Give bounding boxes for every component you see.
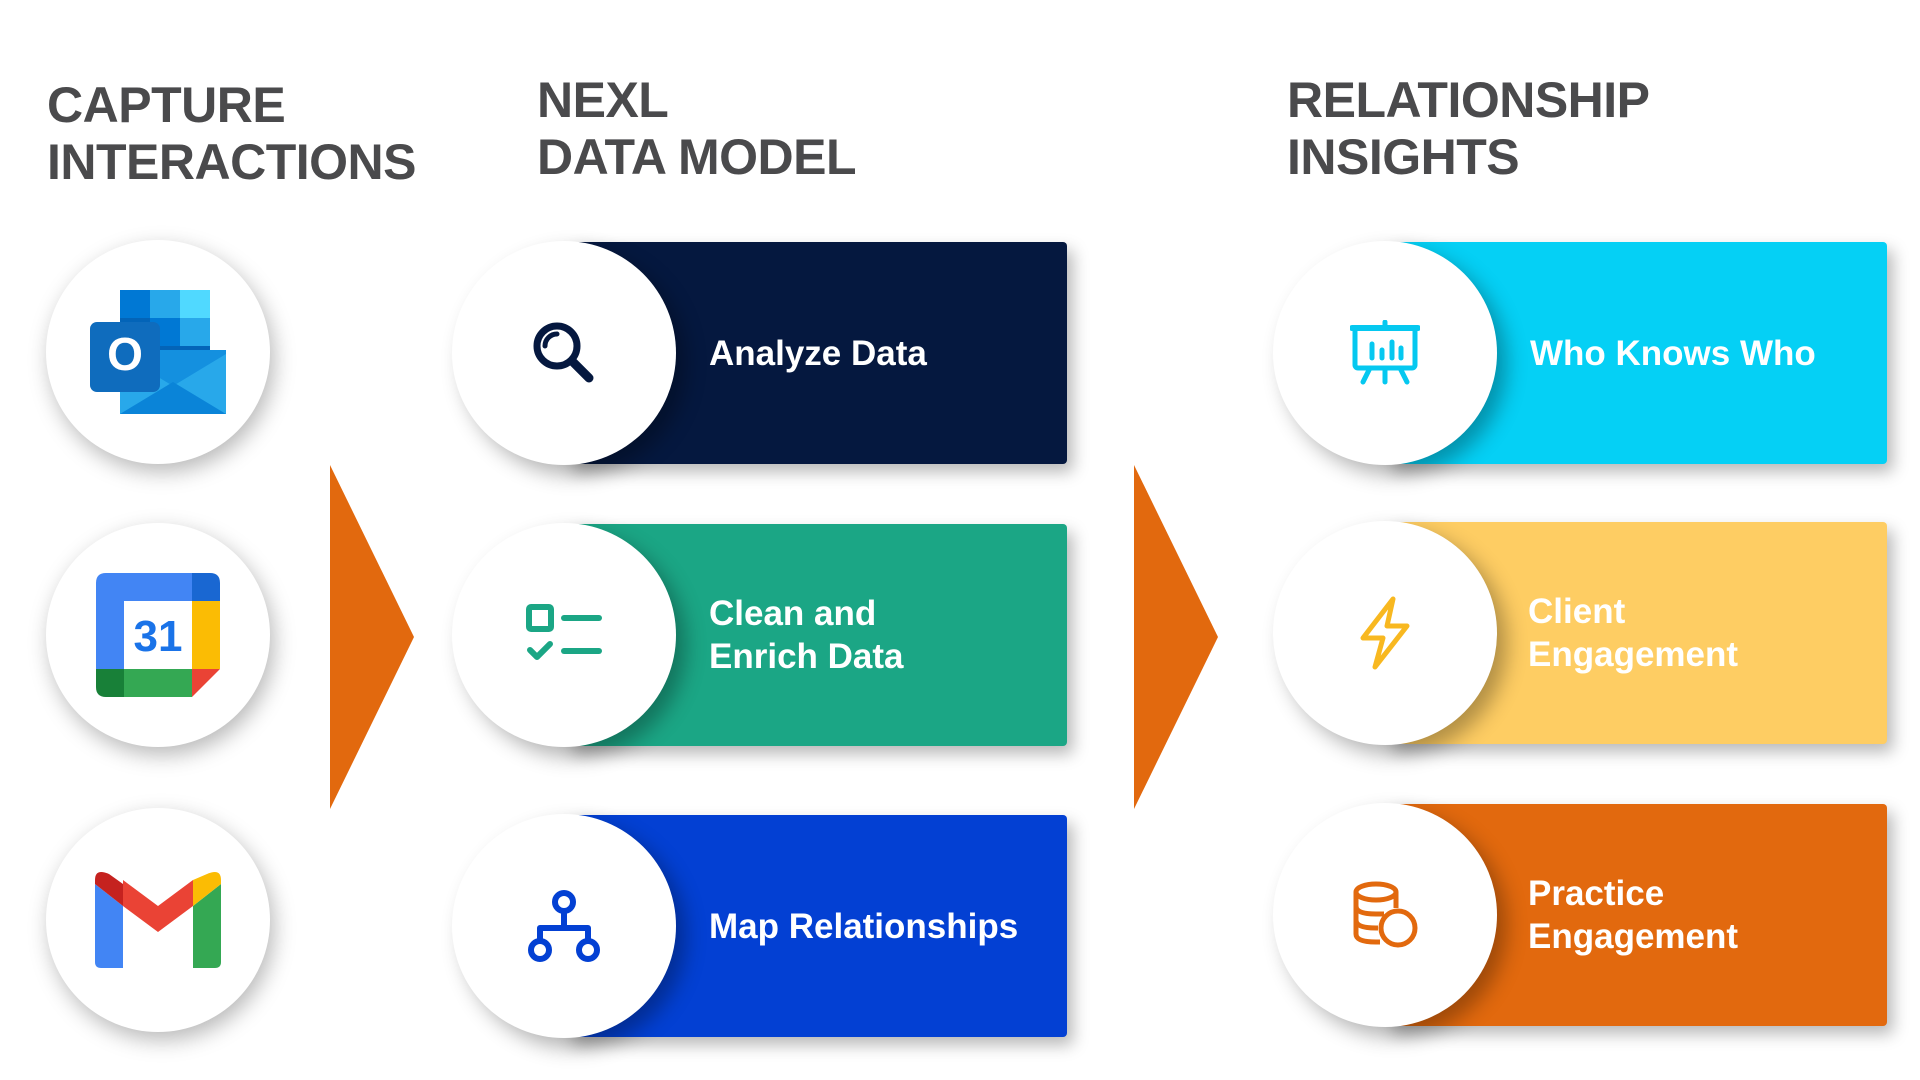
magnifier-icon [533,322,594,383]
outlook-letter: O [107,328,143,380]
label-line: Clean and [709,594,877,633]
heading-line: INSIGHTS [1287,129,1520,185]
label-line: Client [1528,592,1626,631]
clean-enrich-icon-circle [452,523,676,747]
presentation-chart-icon [1350,320,1420,385]
hierarchy-icon [528,890,600,962]
practice-engagement-icon-circle [1273,803,1497,1027]
client-engagement-label: Client Engagement [1528,522,1908,744]
relationship-insights-heading: RELATIONSHIP INSIGHTS [1287,72,1650,186]
lightning-icon [1360,596,1410,670]
heading-line: CAPTURE [47,77,286,133]
coins-icon [1353,881,1418,948]
google-calendar-app: 31 [46,523,270,747]
label-line: Analyze Data [709,333,927,373]
outlook-app: O [46,240,270,464]
clean-enrich-label: Clean and Enrich Data [709,524,1089,746]
label-line: Practice [1528,874,1665,913]
label-line: Who Knows Who [1530,333,1816,373]
label-line: Enrich Data [709,637,904,676]
outlook-icon: O [90,290,226,414]
map-relationships-icon-circle [452,814,676,1038]
heading-line: DATA MODEL [537,129,857,185]
who-knows-who-icon-circle [1273,241,1497,465]
heading-line: INTERACTIONS [47,134,417,190]
google-calendar-icon: 31 [96,573,220,697]
who-knows-who-label: Who Knows Who [1530,242,1910,464]
analyze-data-label: Analyze Data [709,242,1089,464]
heading-line: RELATIONSHIP [1287,72,1650,128]
analyze-data-icon-circle [452,241,676,465]
flow-arrow-shape [1134,465,1218,809]
label-line: Engagement [1528,635,1739,674]
map-relationships-label: Map Relationships [709,815,1089,1037]
heading-line: NEXL [537,72,669,128]
nexl-data-model-heading: NEXL DATA MODEL [537,72,857,186]
checklist-icon [526,604,602,660]
label-line: Engagement [1528,917,1739,956]
capture-interactions-heading: CAPTURE INTERACTIONS [47,77,417,191]
practice-engagement-label: Practice Engagement [1528,804,1908,1026]
client-engagement-icon-circle [1273,521,1497,745]
flow-arrow-shape [330,465,414,809]
gmail-icon [95,872,221,968]
calendar-day: 31 [134,612,183,661]
gmail-app [46,808,270,1032]
flow-arrow-2 [1134,465,1218,809]
flow-arrow-1 [330,465,414,809]
label-line: Map Relationships [709,906,1019,946]
